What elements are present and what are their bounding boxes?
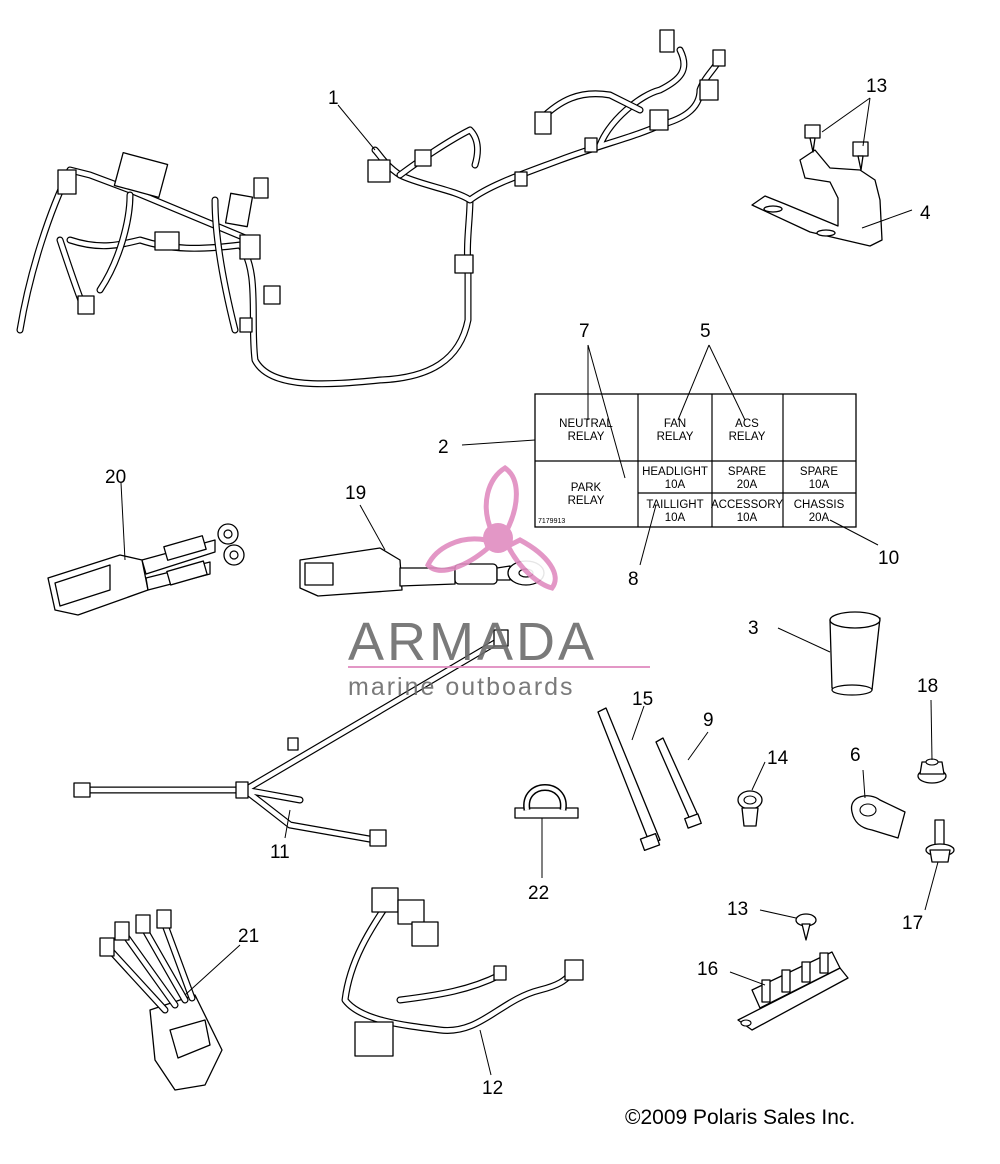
fuse-cell-taillight-l1: TAILLIGHT [646,499,703,511]
fuse-cell-chassis-l2: 20A [809,512,830,524]
fuse-cell-headlight-l1: HEADLIGHT [642,466,708,478]
pigtail-connector [99,909,223,1091]
propeller-logo [425,465,558,591]
p-clip [514,784,579,819]
watermark-brand: ARMADA [348,612,597,672]
flange-bolt [925,819,955,863]
rubber-boot [829,611,881,696]
callout-1: 1 [328,88,339,109]
cushion-clamp [850,795,906,839]
callout-2: 2 [438,437,449,458]
hose-clamp [737,790,763,827]
callout-6: 6 [850,745,861,766]
callout-18: 18 [917,676,938,697]
fuse-cell-acs-relay-l2: RELAY [729,431,766,443]
fuse-cell-taillight-l2: 10A [665,512,686,524]
terminal-block [737,951,849,1031]
main-wiring-harness [16,29,726,388]
callout-8: 8 [628,569,639,590]
ring-terminal-cable [299,547,545,597]
callout-7: 7 [579,321,590,342]
fuse-cell-chassis-l1: CHASSIS [794,499,845,511]
callout-4: 4 [920,203,931,224]
callout-21: 21 [238,926,259,947]
fuse-cell-spare-10-l1: SPARE [800,466,838,478]
callout-19: 19 [345,483,366,504]
callout-3: 3 [748,618,759,639]
callout-15: 15 [632,689,653,710]
callout-16: 16 [697,959,718,980]
watermark-tagline: marine outboards [348,673,575,701]
callout-13-lower: 13 [727,899,748,920]
accessory-harness [73,629,509,847]
callout-10: 10 [878,548,899,569]
callout-13-upper: 13 [866,76,887,97]
fuse-cell-park-relay-l2: RELAY [568,495,605,507]
watermark: ARMADA marine outboards [348,465,650,701]
fuse-cell-acs-relay-l1: ACS [735,418,759,430]
fuse-cell-neutral-relay-l2: RELAY [568,431,605,443]
fuse-cell-fan-relay-l2: RELAY [657,431,694,443]
battery-cable-connector [47,523,245,616]
callout-14: 14 [767,748,789,769]
fuse-cell-fan-relay-l1: FAN [664,418,686,430]
mounting-bracket [751,149,883,247]
fuse-cell-neutral-relay-l1: NEUTRAL [559,418,613,430]
screw-pair-upper [804,124,869,171]
fuse-cell-headlight-l2: 10A [665,479,686,491]
fuse-cell-spare-20-l2: 20A [737,479,758,491]
leader-lines [120,97,939,1076]
flange-nut [917,758,947,784]
sub-harness [341,887,584,1057]
callout-11: 11 [270,842,290,863]
callout-22: 22 [528,883,549,904]
fuse-cell-accessory-l1: ACCESSORY [711,499,783,511]
callout-17: 17 [902,913,923,934]
fuse-cell-spare-20-l1: SPARE [728,466,766,478]
cable-tie-short [655,737,702,829]
fuse-cell-spare-10-l2: 10A [809,479,830,491]
callout-numbers: 1 2 3 4 5 6 7 8 9 10 11 12 13 13 14 15 1… [105,76,938,1099]
copyright: ©2009 Polaris Sales Inc. [625,1106,855,1129]
callout-12: 12 [482,1078,503,1099]
callout-20: 20 [105,467,126,488]
callout-9: 9 [703,710,714,731]
fuse-cell-park-relay-l1: PARK [571,482,602,494]
cable-tie-long [597,707,661,852]
fuse-panel-label: NEUTRAL RELAY FAN RELAY ACS RELAY PARK R… [534,393,857,528]
fuse-panel-part-number: 7179913 [538,518,565,525]
fuse-cell-accessory-l2: 10A [737,512,758,524]
callout-5: 5 [700,321,711,342]
screw-lower [795,913,817,941]
